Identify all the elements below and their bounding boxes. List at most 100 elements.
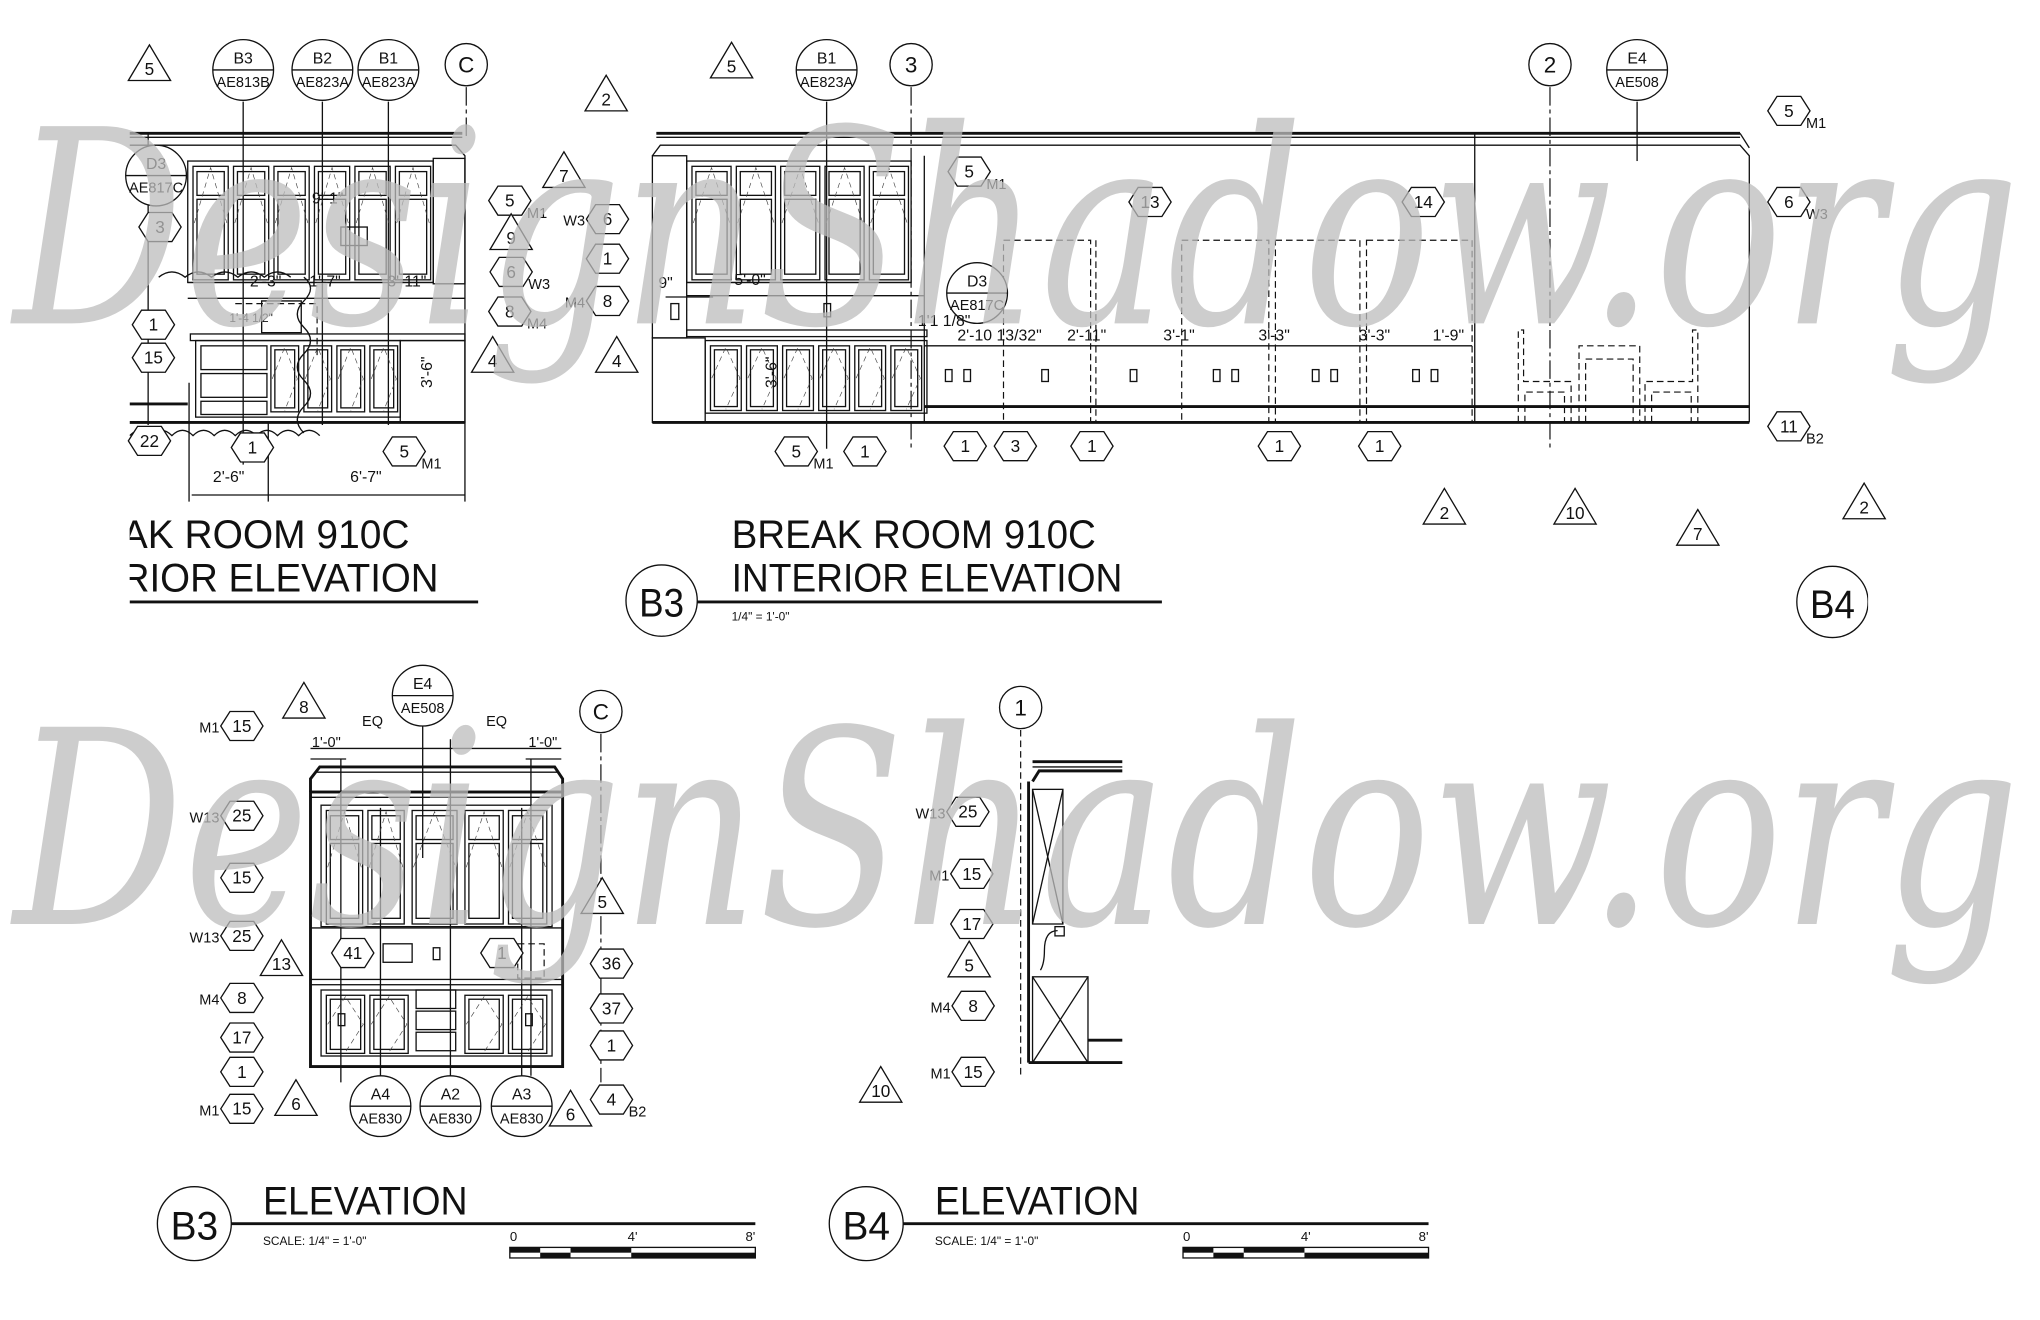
grid-label: 1 [1014, 695, 1026, 720]
keynote-number: 41 [343, 943, 362, 963]
dimension-text: EQ [486, 714, 507, 730]
keynote-hexagon [945, 796, 990, 827]
keynote-tag: 41 [330, 937, 375, 969]
keynote-number: 11 [1780, 416, 1798, 436]
grid-label: 2 [1544, 53, 1556, 78]
keynote-code: M1 [199, 1103, 219, 1119]
keynote-number: 15 [962, 864, 981, 884]
cabinet-door [854, 345, 887, 412]
revision-number: 5 [727, 57, 737, 77]
cabinet-door [325, 809, 364, 925]
keynote-hexagon [1128, 186, 1172, 218]
cabinet-door [735, 165, 777, 281]
revision-number: 2 [601, 90, 611, 110]
keynote-number: 1 [1087, 436, 1097, 456]
keynote-number: 1 [497, 943, 507, 963]
keynote-hexagon [219, 920, 264, 952]
keynote-tag: 8M4 [565, 285, 630, 317]
dimension-text: 1'-7" [309, 273, 341, 290]
keynote-code: W13 [190, 930, 220, 946]
wall-linework [651, 87, 1750, 452]
dimension-text: 3'-6" [763, 356, 780, 388]
keynote-hexagon [589, 993, 634, 1024]
cabinet-door [325, 994, 366, 1055]
keynote-hexagon [949, 858, 994, 890]
cabinet-door [394, 165, 432, 281]
keynote-number: 8 [968, 996, 978, 1016]
keynote-number: 25 [232, 806, 251, 826]
keynote-hexagon [1766, 411, 1811, 442]
keynote-code: W3 [528, 277, 550, 293]
keynote-number: 25 [958, 802, 977, 822]
view-scale-label: SCALE: 1/4" = 1'-0" [263, 1234, 366, 1248]
revision-delta: 5 [579, 876, 625, 915]
keynote-hexagon [1766, 186, 1811, 218]
keynote-number: 17 [962, 914, 981, 934]
cabinet-door [270, 345, 300, 413]
grid-line-bubble: 1 [998, 685, 1043, 730]
keynote-hexagon [487, 296, 532, 327]
keynote-tag: 6W3 [1766, 186, 1828, 223]
keynote-code: M1 [527, 206, 547, 222]
revision-delta: 8 [281, 681, 327, 719]
keynote-code: M1 [986, 177, 1006, 193]
keynote-hexagon [589, 1084, 634, 1115]
detail-number: E4 [413, 676, 433, 693]
keynote-number: 1 [237, 1062, 247, 1082]
dimension-text: 3'-11" [387, 273, 426, 290]
watermark: DesignShadow.org DesignShadow.org [10, 72, 2020, 988]
sheet-number: AE817C [129, 181, 183, 197]
keynote-hexagon [842, 436, 887, 467]
detail-number: B2 [313, 50, 332, 67]
keynote-hexagon [382, 436, 427, 467]
keynote-tag: 13 [1128, 186, 1172, 218]
cabinet-door [709, 345, 742, 412]
keynote-tag: 1 [230, 432, 275, 463]
keynote-hexagon [219, 800, 264, 831]
electrical-outlet [1311, 368, 1320, 383]
revision-number: 9 [506, 228, 516, 248]
keynote-hexagon [219, 1022, 264, 1053]
cabinet-door [232, 165, 270, 281]
cabinet-door [507, 994, 548, 1055]
cabinet-door [464, 809, 504, 925]
detail-number: A2 [441, 1087, 460, 1104]
sheet-number: AE508 [1615, 75, 1659, 91]
keynote-tag: 15 M1 [929, 858, 994, 890]
keynote-tag: 1 [842, 436, 887, 467]
keynote-number: 37 [602, 998, 621, 1018]
grid-line-bubble: 3 [889, 42, 933, 87]
keynote-tag: 1 [585, 243, 630, 274]
next-view-id: B4 [1810, 583, 1855, 627]
keynote-number: 13 [1140, 192, 1159, 212]
dimension-text: EQ [362, 714, 383, 730]
dimension-text: 1'-0" [312, 735, 341, 751]
revision-number: 7 [1693, 524, 1703, 544]
keynote-hexagon [219, 1056, 264, 1088]
keynote-code: M4 [199, 993, 219, 1009]
keynote-code: B2 [1806, 432, 1824, 448]
keynote-hexagon [774, 436, 819, 467]
keynote-hexagon [219, 862, 264, 893]
keynote-code: M1 [929, 868, 949, 884]
dimension-text: 1'-4 1/2" [229, 311, 272, 325]
revision-number: 10 [871, 1081, 890, 1101]
dimension-text: 1'-9" [1433, 328, 1465, 345]
detail-number: A4 [371, 1087, 391, 1104]
sheet-number: AE823A [296, 75, 350, 91]
cabinet-door [824, 165, 865, 281]
cabinet-door [818, 345, 851, 412]
watermark-text: DesignShadow.org [10, 72, 2020, 387]
keynote-code: M4 [931, 1000, 951, 1016]
cabinet-linework [309, 726, 602, 1083]
revision-number: 4 [488, 351, 498, 371]
keynote-hexagon [949, 908, 994, 940]
keynote-number: 15 [232, 716, 251, 736]
